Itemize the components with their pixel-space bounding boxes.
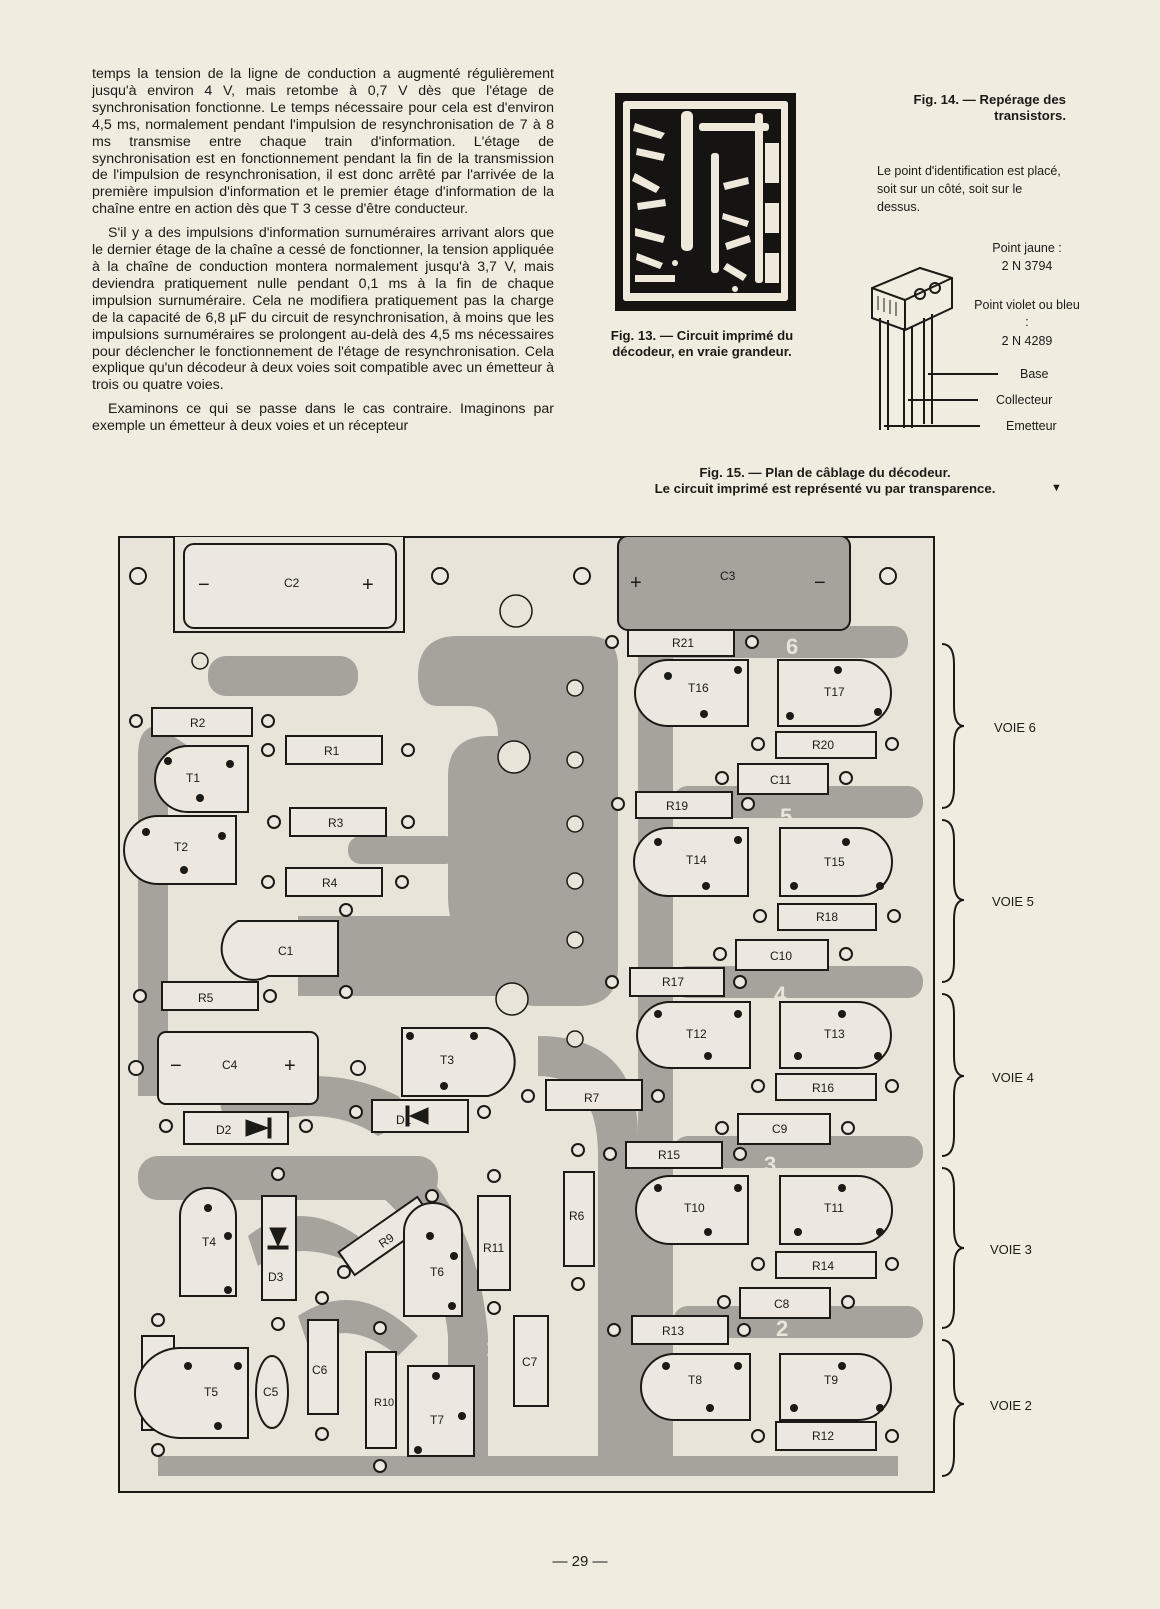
T3-label: T3 bbox=[440, 1053, 454, 1067]
R7-label: R7 bbox=[584, 1091, 600, 1105]
T17-label: T17 bbox=[824, 685, 845, 699]
T1-label: T1 bbox=[186, 771, 200, 785]
fig15-caption: Fig. 15. — Plan de câblage du décodeur. … bbox=[590, 465, 1060, 497]
voie-6-label: VOIE 6 bbox=[994, 720, 1036, 735]
T13-label: T13 bbox=[824, 1027, 845, 1041]
T7-label: T7 bbox=[430, 1413, 444, 1427]
C3-label: C3 bbox=[720, 569, 736, 583]
wiring-plan: 6 5 4 3 2 1 C2 − + C3 + − R2 R1 R3 R4 bbox=[118, 536, 935, 1493]
R18-label: R18 bbox=[816, 910, 838, 924]
T12-label: T12 bbox=[686, 1027, 707, 1041]
T2-label: T2 bbox=[174, 840, 188, 854]
fig14-title: — Repérage des transistors. bbox=[962, 92, 1066, 123]
C3-plus-sign: + bbox=[630, 572, 642, 594]
T10-label: T10 bbox=[684, 1201, 705, 1215]
fig14-caption: Fig. 14. — Repérage des transistors. bbox=[860, 92, 1066, 124]
copper-number-5: 5 bbox=[780, 804, 792, 829]
T15-label: T15 bbox=[824, 855, 845, 869]
fig13-pcb-image bbox=[615, 93, 796, 311]
copper-number-3: 3 bbox=[764, 1152, 776, 1177]
R16-label: R16 bbox=[812, 1081, 834, 1095]
C9-label: C9 bbox=[772, 1122, 788, 1136]
fig13-title: — Circuit imprimé du décodeur, en vraie … bbox=[612, 328, 794, 359]
R15-label: R15 bbox=[658, 1148, 680, 1162]
fig15-title: — Plan de câblage du décodeur. bbox=[748, 465, 951, 480]
voie-braces: VOIE 6 VOIE 5 VOIE 4 VOIE 3 VOIE 2 bbox=[941, 643, 1036, 1477]
R12-label: R12 bbox=[812, 1429, 834, 1443]
C11-label: C11 bbox=[770, 773, 791, 787]
R10-label: R10 bbox=[374, 1397, 394, 1409]
R19-label: R19 bbox=[666, 799, 688, 813]
violet-dot-label: Point violet ou bleu : bbox=[974, 298, 1080, 329]
copper-number-2: 2 bbox=[776, 1316, 788, 1341]
T11-label: T11 bbox=[824, 1201, 844, 1215]
paragraph: Examinons ce qui se passe dans le cas co… bbox=[92, 401, 554, 435]
page-number: — 29 — bbox=[552, 1553, 608, 1570]
voie-4-label: VOIE 4 bbox=[992, 1070, 1034, 1085]
C10-label: C10 bbox=[770, 949, 792, 963]
C6-label: C6 bbox=[312, 1363, 328, 1377]
R3-label: R3 bbox=[328, 816, 344, 830]
T5-label: T5 bbox=[204, 1385, 218, 1399]
R6-label: R6 bbox=[569, 1209, 585, 1223]
yellow-dot-part: 2 N 3794 bbox=[1001, 259, 1053, 273]
R17-label: R17 bbox=[662, 975, 684, 989]
copper-number-6: 6 bbox=[786, 634, 798, 659]
transistor-drawing bbox=[871, 266, 998, 430]
T14-label: T14 bbox=[686, 853, 707, 867]
paragraph: S'il y a des impulsions d'information su… bbox=[92, 225, 554, 394]
C5-label: C5 bbox=[263, 1385, 279, 1399]
C4-minus-sign: − bbox=[170, 1055, 182, 1077]
yellow-dot-label: Point jaune : bbox=[992, 241, 1062, 255]
R14-label: R14 bbox=[812, 1259, 834, 1273]
fig14-label: Fig. 14. bbox=[913, 92, 959, 107]
C2-plus-sign: + bbox=[362, 574, 374, 596]
C7-label: C7 bbox=[522, 1355, 538, 1369]
T6-label: T6 bbox=[430, 1265, 444, 1279]
R4-label: R4 bbox=[322, 876, 338, 890]
voie-3-label: VOIE 3 bbox=[990, 1242, 1032, 1257]
R13-label: R13 bbox=[662, 1324, 684, 1338]
C2-label: C2 bbox=[284, 576, 300, 590]
copper-number-4: 4 bbox=[774, 982, 787, 1007]
R11-label: R11 bbox=[483, 1241, 504, 1255]
pin-label-collecteur: Collecteur bbox=[996, 393, 1053, 407]
D2-label: D2 bbox=[216, 1123, 232, 1137]
body-text-column: temps la tension de la ligne de conducti… bbox=[92, 66, 554, 442]
down-arrow-icon: ▼ bbox=[1051, 482, 1062, 494]
T8-label: T8 bbox=[688, 1373, 702, 1387]
T16-label: T16 bbox=[688, 681, 709, 695]
C2-minus-sign: − bbox=[198, 574, 210, 596]
C8-label: C8 bbox=[774, 1297, 790, 1311]
pin-label-base: Base bbox=[1020, 367, 1049, 381]
R2-label: R2 bbox=[190, 716, 206, 730]
fig15-label: Fig. 15. bbox=[699, 465, 745, 480]
paragraph: temps la tension de la ligne de conducti… bbox=[92, 66, 554, 218]
C3-minus-sign: − bbox=[814, 572, 826, 594]
R5-label: R5 bbox=[198, 991, 214, 1005]
C4-label: C4 bbox=[222, 1058, 238, 1072]
copper-number-1: 1 bbox=[486, 1336, 498, 1361]
pin-label-emetteur: Emetteur bbox=[1006, 419, 1057, 433]
D3-label: D3 bbox=[268, 1270, 284, 1284]
C4-plus-sign: + bbox=[284, 1055, 296, 1077]
T9-label: T9 bbox=[824, 1373, 838, 1387]
violet-dot-part: 2 N 4289 bbox=[1001, 334, 1053, 348]
fig15-subtitle: Le circuit imprimé est représenté vu par… bbox=[654, 481, 996, 496]
voie-5-label: VOIE 5 bbox=[992, 894, 1034, 909]
R1-label: R1 bbox=[324, 744, 340, 758]
voie-2-label: VOIE 2 bbox=[990, 1398, 1032, 1413]
C1-label: C1 bbox=[278, 944, 294, 958]
fig13-label: Fig. 13. bbox=[610, 328, 657, 343]
R20-label: R20 bbox=[812, 738, 834, 752]
fig14-note: Le point d'identification est placé, soi… bbox=[877, 164, 1061, 214]
R21-label: R21 bbox=[672, 636, 694, 650]
T4-label: T4 bbox=[202, 1235, 216, 1249]
fig13-caption: Fig. 13. — Circuit imprimé du décodeur, … bbox=[590, 328, 814, 360]
